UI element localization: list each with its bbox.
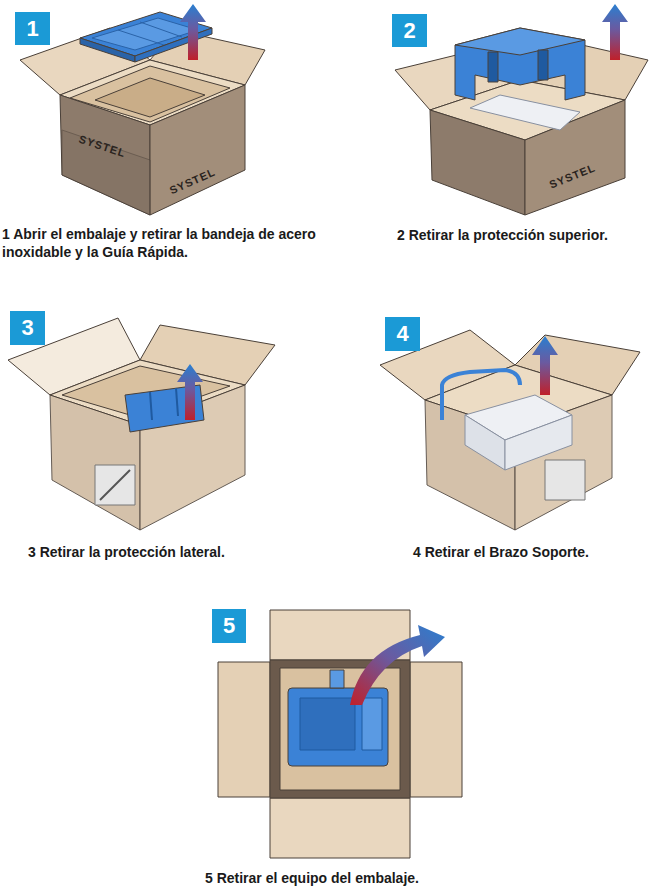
step-number: 5 [223, 613, 235, 639]
step-number: 4 [396, 321, 408, 347]
step-caption: 4 Retirar el Brazo Soporte. [413, 543, 653, 561]
step-caption: 1 Abrir el embalaje y retirar la bandeja… [2, 225, 332, 261]
step-caption: 3 Retirar la protección lateral. [28, 543, 348, 561]
step-badge: 2 [392, 14, 427, 47]
step-badge: 4 [385, 317, 420, 351]
step-number: 1 [26, 16, 38, 42]
step-badge: 5 [212, 609, 246, 643]
step-badge: 3 [10, 311, 45, 345]
step-caption: 5 Retirar el equipo del embalaje. [205, 869, 505, 887]
step-number: 3 [21, 315, 33, 341]
step-number: 2 [403, 18, 415, 44]
step-badge: 1 [15, 12, 50, 45]
step-caption: 2 Retirar la protección superior. [397, 226, 657, 244]
